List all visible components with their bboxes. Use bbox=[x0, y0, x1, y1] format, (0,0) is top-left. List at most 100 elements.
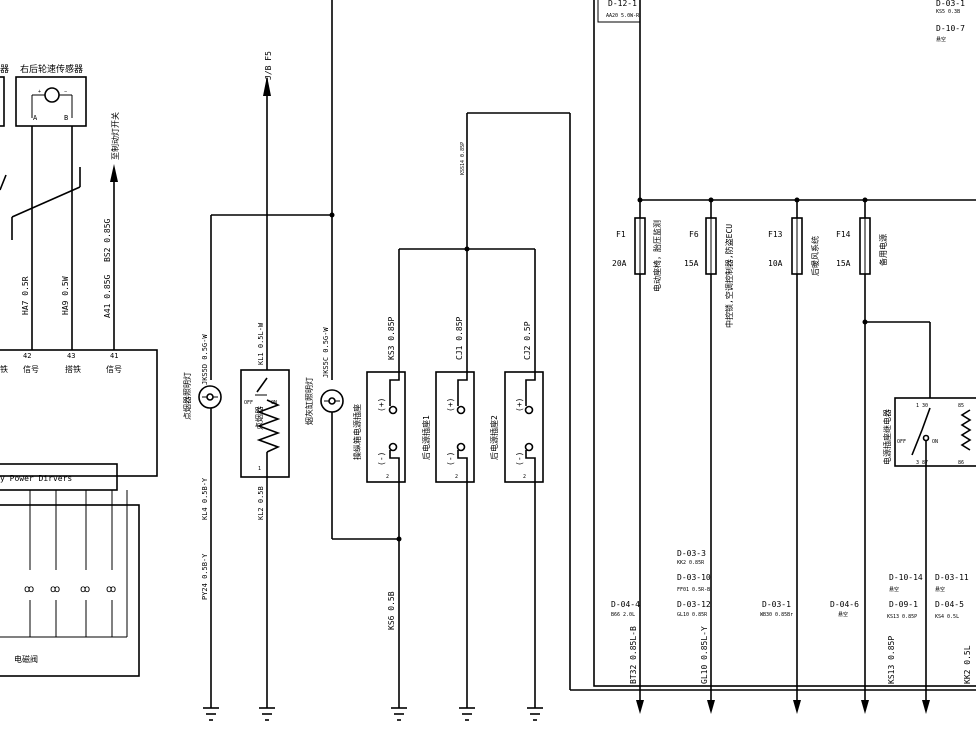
wire-ha7: HA7 0.5R bbox=[21, 276, 30, 315]
fuse-f1: F1 20A 电动座椅，胎压监测 bbox=[612, 200, 662, 708]
power-drivers-label: y Power Dirvers bbox=[0, 474, 72, 483]
d04-4: D-04-4 bbox=[611, 600, 640, 609]
plus-label: (+) bbox=[515, 398, 524, 412]
d09-1-sub: KS13 0.85P bbox=[887, 614, 917, 620]
iron-label-2: 搭铁 bbox=[65, 364, 81, 374]
pin-a: A bbox=[33, 114, 38, 122]
f14-amp: 15A bbox=[836, 259, 851, 268]
heater-coil-icon bbox=[256, 399, 281, 453]
ground-icon bbox=[527, 707, 543, 721]
f6-amp: 15A bbox=[684, 259, 699, 268]
d03-10: D-03-10 bbox=[677, 573, 711, 582]
d03-top: D-03-1 bbox=[936, 0, 965, 8]
fuse-box-frame bbox=[593, 0, 976, 687]
ecu-box bbox=[0, 349, 158, 477]
relay-pin85: 85 bbox=[958, 403, 964, 409]
d03-3: D-03-3 bbox=[677, 549, 706, 558]
ground-icon bbox=[259, 707, 275, 721]
wire-ha9: HA9 0.5W bbox=[61, 276, 70, 315]
lighter-off: OFF bbox=[244, 400, 253, 406]
d04-4-sub: B66 2.0L bbox=[611, 612, 635, 618]
d04-5-sub: KS4 0.5L bbox=[935, 614, 959, 620]
d03-1: D-03-1 bbox=[762, 600, 791, 609]
arrow-down-icon bbox=[793, 700, 801, 714]
wire-ks3: KS3 0.85P bbox=[387, 316, 396, 360]
wire-cj2: CJ2 0.5P bbox=[523, 321, 532, 360]
wheel-speed-sensor: 右后轮速传感器 器 + − A B bbox=[0, 63, 87, 127]
pin-41: 41 bbox=[110, 352, 118, 360]
lighter-pin1: 1 bbox=[258, 466, 261, 472]
wire-kl1: KL1 0.5L-W bbox=[257, 322, 265, 365]
wire-jks5c: JKS5C 0.5G-W bbox=[322, 327, 330, 378]
wire-a41: A41 0.85G bbox=[103, 274, 112, 318]
fuse-f14: F14 15A 备用电源 bbox=[836, 200, 888, 708]
f6-label: F6 bbox=[689, 230, 699, 239]
sensor-box bbox=[15, 76, 87, 127]
f13-amp: 10A bbox=[768, 259, 783, 268]
relay-off: OFF bbox=[897, 439, 906, 445]
f14-label: F14 bbox=[836, 230, 851, 239]
brake-switch-label: 至制动灯开关 bbox=[110, 112, 120, 160]
d04-5: D-04-5 bbox=[935, 600, 964, 609]
pin2: 2 bbox=[386, 474, 389, 480]
minus-label: (-) bbox=[515, 452, 524, 466]
f1-amp: 20A bbox=[612, 259, 627, 268]
wire-kl2: KL2 0.5B bbox=[257, 486, 265, 520]
wire-kss14: KSS14 0.85P bbox=[460, 142, 466, 175]
d10-14: D-10-14 bbox=[889, 573, 923, 582]
relay-pin30: 1 30 bbox=[916, 403, 928, 409]
d03-11: D-03-11 bbox=[935, 573, 969, 582]
lighter-label: 点烟器 bbox=[255, 406, 264, 430]
lighter-box bbox=[240, 369, 290, 478]
f6-desc: 中控锁,空调控制器,防盗ECU bbox=[724, 224, 734, 328]
rear-socket-1: 后电源插座1 (+) (-) 2 bbox=[421, 371, 475, 483]
solenoid-box bbox=[0, 504, 140, 677]
iron-label-1: 铁 bbox=[0, 364, 8, 374]
d03-1-sub: WB30 0.85Br bbox=[760, 612, 793, 618]
d03-10-sub: FF01 0.5R-B bbox=[677, 587, 710, 593]
wire-kl4: KL4 0.5B-Y bbox=[201, 477, 209, 520]
ground-icon bbox=[459, 707, 475, 721]
d03-12: D-03-12 bbox=[677, 600, 711, 609]
coil-icon: ꝏ bbox=[106, 584, 116, 595]
arrow-down-icon bbox=[707, 700, 715, 714]
d09-1: D-09-1 bbox=[889, 600, 918, 609]
left-sensor-box bbox=[0, 76, 5, 127]
pin-b: B bbox=[64, 114, 68, 122]
wire-bs2: BS2 0.85G bbox=[103, 218, 112, 262]
relay-pin87: 3 87 bbox=[916, 460, 928, 466]
f13-desc: 后暖风系统 bbox=[810, 236, 820, 276]
sensor-title: 右后轮速传感器 bbox=[20, 63, 83, 75]
plus-label: (+) bbox=[377, 398, 386, 412]
d04-6-sub: 悬空 bbox=[838, 611, 848, 618]
signal-label-1: 信号 bbox=[23, 364, 39, 374]
wire-jks5d: JKS5D 0.5G-W bbox=[201, 334, 209, 385]
pin-42: 42 bbox=[23, 352, 31, 360]
plus-label: (+) bbox=[446, 398, 455, 412]
minus-label: (-) bbox=[377, 452, 386, 466]
f1-desc: 电动座椅，胎压监测 bbox=[652, 220, 662, 292]
lamp-icon bbox=[198, 385, 222, 409]
d03-12-sub: GL10 0.85R bbox=[677, 612, 708, 618]
ground-icon bbox=[203, 707, 219, 721]
d03-11-sub: 悬空 bbox=[935, 586, 945, 593]
wire-cj1: CJ1 0.85P bbox=[455, 316, 464, 360]
rear-socket-2: 后电源插座2 (+) (-) 2 bbox=[489, 371, 544, 483]
arrow-up-icon bbox=[263, 76, 271, 96]
relay-pin86: 86 bbox=[958, 460, 964, 466]
solenoid-label: 电磁阀 bbox=[14, 654, 38, 664]
lighter-on: ON bbox=[271, 400, 277, 406]
d10-7: D-10-7 bbox=[936, 24, 965, 33]
connector-d12 bbox=[597, 0, 641, 23]
d03-top-sub: KS5 0.3B bbox=[936, 9, 960, 15]
coil-icon: ꝏ bbox=[80, 584, 90, 595]
d03-3-sub: KK2 0.85R bbox=[677, 560, 705, 566]
relay-coil-icon bbox=[960, 409, 972, 451]
d10-7-sub: 悬空 bbox=[936, 36, 946, 43]
arrow-down-icon bbox=[636, 700, 644, 714]
arrow-down-icon bbox=[861, 700, 869, 714]
relay-on: ON bbox=[932, 439, 938, 445]
arrow-down-icon bbox=[922, 700, 930, 714]
arrow-up-icon bbox=[110, 164, 118, 182]
power-socket-relay: 电源插座继电器 1 30 85 3 87 86 OFF ON bbox=[882, 397, 976, 467]
